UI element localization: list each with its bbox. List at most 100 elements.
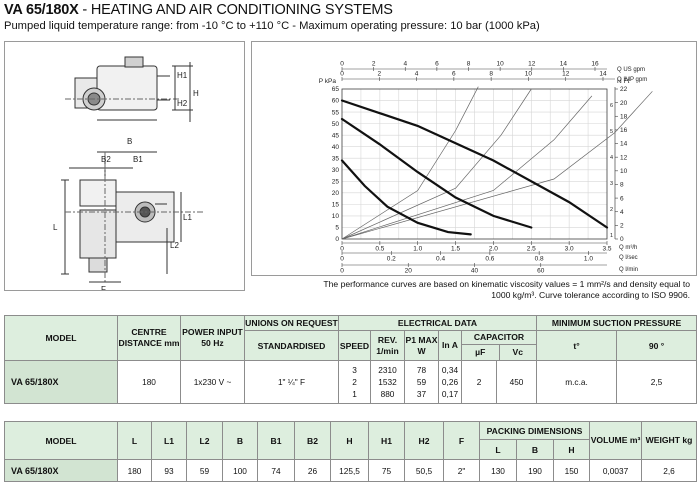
small-scale-tick-label: 2 — [610, 207, 613, 213]
col-rev-header: REV. 1/min — [370, 330, 405, 361]
col-weight-header: WEIGHT kg — [641, 421, 698, 460]
bottom-axis-tick-label: 0.8 — [535, 256, 544, 263]
l-cell: 180 — [117, 459, 152, 482]
dim-b1-label: B1 — [133, 155, 143, 164]
bottom-axis-tick-label: 20 — [405, 268, 413, 275]
rev-value: 1532 — [378, 377, 397, 387]
secondary-tick-label: 2 — [620, 223, 624, 230]
col-standardised-header: STANDARDISED — [244, 330, 339, 361]
secondary-tick-label: 14 — [620, 141, 628, 148]
dim-b2-label: B2 — [101, 155, 111, 164]
col-packing-h-header: H — [552, 439, 591, 460]
h-cell: 125,5 — [330, 459, 369, 482]
y-tick-label: 45 — [332, 132, 340, 139]
system-curve — [341, 86, 479, 240]
pump-front-view — [61, 152, 205, 283]
capacitor-vc-label: Vc — [512, 347, 523, 357]
secondary-tick-label: 16 — [620, 127, 628, 134]
in-value: 0,26 — [441, 377, 459, 387]
secondary-tick-label: 20 — [620, 100, 628, 107]
technical-drawing-panel: H1 H H2 B B2 B1 L L1 L2 F — [4, 41, 245, 294]
union-cell: 1" ¼" F — [244, 360, 339, 404]
speed-value: 2 — [352, 377, 357, 387]
rev-value: 880 — [380, 389, 395, 399]
col-90-header: 90 ° — [615, 330, 698, 361]
secondary-tick-label: 22 — [620, 86, 628, 93]
rev-value: 2310 — [378, 365, 397, 375]
top-axis-tick-label: 0 — [340, 71, 344, 78]
top-axis-tick-label: 14 — [560, 61, 568, 68]
unit-cell: m.c.a. — [536, 360, 617, 404]
packing-b-cell: 190 — [516, 459, 554, 482]
col-model-header: MODEL — [4, 315, 118, 361]
top-axis-tick-label: 14 — [599, 71, 607, 78]
bottom-axis-label: Q l/sec — [619, 255, 638, 261]
top-axis-tick-label: 12 — [528, 61, 536, 68]
y-tick-label: 30 — [332, 167, 340, 174]
system-curve — [341, 91, 653, 240]
b-cell: 100 — [222, 459, 258, 482]
h1-cell: 75 — [368, 459, 405, 482]
plot-frame — [341, 88, 608, 240]
capacitor-uf-label: µF — [463, 345, 500, 360]
h2-cell: 50,5 — [404, 459, 444, 482]
y-tick-label: 55 — [332, 109, 340, 116]
speed-value: 1 — [352, 389, 357, 399]
title-description: - HEATING AND AIR CONDITIONING SYSTEMS — [78, 2, 393, 18]
top-axis-tick-label: 8 — [467, 61, 471, 68]
col-speed-header: SPEED — [338, 330, 371, 361]
p1-value: 59 — [416, 377, 427, 387]
f-cell: 2" — [443, 459, 480, 482]
top-axis-label: Q US gpm — [617, 67, 645, 73]
col-centre-distance-header: CENTRE DISTANCE mm — [117, 315, 181, 361]
col-p1-header: P1 MAX W — [404, 330, 439, 361]
top-axis-tick-label: 10 — [497, 61, 505, 68]
bottom-axis-tick-label: 0.2 — [387, 256, 396, 263]
col-packing-header: PACKING DIMENSIONS — [478, 421, 591, 440]
page-title: VA 65/180X - HEATING AND AIR CONDITIONIN… — [4, 2, 393, 18]
bottom-axis-tick-label: 0 — [340, 256, 344, 263]
centre-cell: 180 — [117, 360, 181, 404]
secondary-tick-label: 10 — [620, 168, 628, 175]
bottom-axis-label: Q l/min — [619, 267, 638, 273]
secondary-axis-label: H Ft — [617, 78, 629, 85]
dim-h2-label: H2 — [177, 99, 188, 108]
col-h1-header: H1 — [368, 421, 405, 460]
dimensions-table: MODEL L L1 L2 B B1 B2 H H1 H2 F PACKING … — [4, 421, 698, 482]
col-h-header: H — [330, 421, 369, 460]
bottom-axis-tick-label: 2.0 — [489, 246, 498, 253]
dim-l-label: L — [53, 223, 58, 232]
dim-l1-label: L1 — [183, 213, 192, 222]
bottom-axis-tick-label: 0 — [340, 246, 344, 253]
col-power-input-header: POWER INPUT 50 Hz — [180, 315, 245, 361]
bottom-axis-tick-label: 40 — [471, 268, 479, 275]
col-electrical-header: ELECTRICAL DATA — [338, 315, 537, 331]
pump-side-view — [65, 56, 193, 153]
top-axis-tick-label: 16 — [591, 61, 599, 68]
col-model-header: MODEL — [4, 421, 118, 460]
model-cell: VA 65/180X — [4, 459, 118, 482]
y-tick-label: 60 — [332, 98, 340, 105]
b2-cell: 26 — [294, 459, 331, 482]
y-tick-label: 50 — [332, 121, 340, 128]
l1-cell: 93 — [151, 459, 187, 482]
col-volume-header: VOLUME m³ — [589, 421, 643, 460]
small-scale-tick-label: 6 — [610, 103, 613, 109]
bottom-axis-tick-label: 1.0 — [584, 256, 593, 263]
col-packing-b-header: B — [516, 439, 554, 460]
packing-l-cell: 130 — [479, 459, 517, 482]
y-tick-label: 10 — [332, 213, 340, 220]
secondary-tick-label: 6 — [620, 195, 624, 202]
top-axis-tick-label: 4 — [415, 71, 419, 78]
l2-cell: 59 — [186, 459, 223, 482]
col-h2-header: H2 — [404, 421, 444, 460]
bottom-axis-tick-label: 3.5 — [602, 246, 611, 253]
bottom-axis-tick-label: 1.5 — [451, 246, 460, 253]
page-subtitle: Pumped liquid temperature range: from -1… — [4, 20, 540, 32]
in-cell: 0,34 0,26 0,17 — [438, 360, 462, 404]
p1-value: 37 — [416, 389, 427, 399]
pump-technical-drawing: H1 H H2 B B2 B1 L L1 L2 F — [53, 56, 205, 294]
speed-value: 3 — [352, 365, 357, 375]
